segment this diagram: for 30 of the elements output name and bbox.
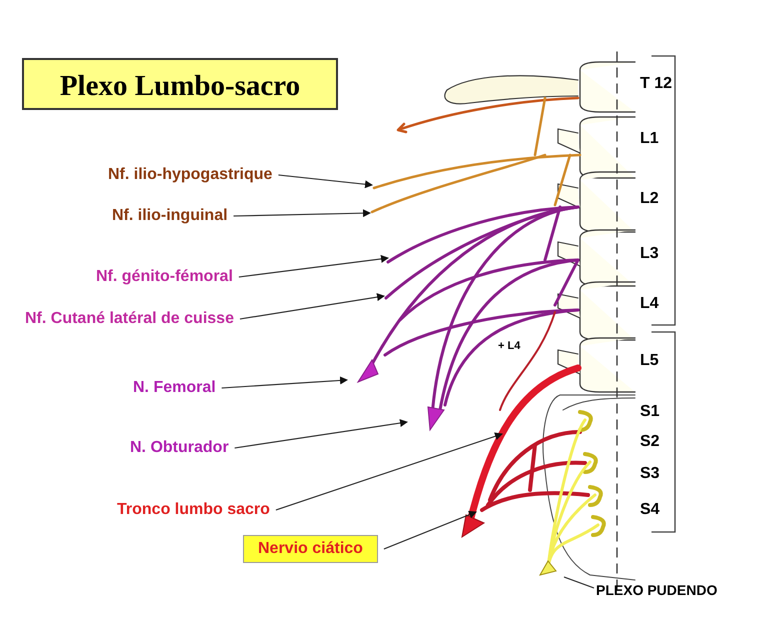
leader-line — [564, 576, 594, 589]
title: Plexo Lumbo-sacro — [22, 58, 338, 110]
nerve-label: Nf. ilio-hypogastrique — [108, 166, 272, 184]
nerve-label: N. Obturador — [130, 439, 229, 457]
vertebra-label: L3 — [640, 245, 659, 263]
leader-line — [384, 510, 477, 550]
vertebra-label: S4 — [640, 501, 660, 519]
leader-line — [222, 376, 348, 389]
leader-line — [278, 174, 373, 188]
vertebra-label: S2 — [640, 433, 660, 451]
note-label: + L4 — [498, 340, 520, 352]
highlighted-nerve-label: Nervio ciático — [243, 535, 378, 563]
leader-line — [240, 293, 385, 320]
vertebra-label: S1 — [640, 403, 660, 421]
nerve-label: Nf. ilio-inguinal — [112, 207, 228, 225]
leader-line — [276, 432, 503, 511]
nerve-label: PLEXO PUDENDO — [596, 582, 718, 598]
vertebra-label: L5 — [640, 352, 659, 370]
vertebra-label: L1 — [640, 130, 659, 148]
vertebra-label: L4 — [640, 295, 659, 313]
nerve-label: Tronco lumbo sacro — [117, 501, 270, 519]
vertebra-label: S3 — [640, 465, 660, 483]
leader-line — [234, 419, 408, 449]
vertebra-label: T 12 — [640, 75, 672, 93]
leader-line — [238, 254, 389, 278]
nerve-label: Nf. génito-fémoral — [96, 268, 233, 286]
nerve-label: N. Femoral — [133, 379, 216, 397]
leader-line — [234, 209, 371, 218]
vertebra-label: L2 — [640, 190, 659, 208]
nerve-label: Nf. Cutané latéral de cuisse — [25, 310, 234, 328]
